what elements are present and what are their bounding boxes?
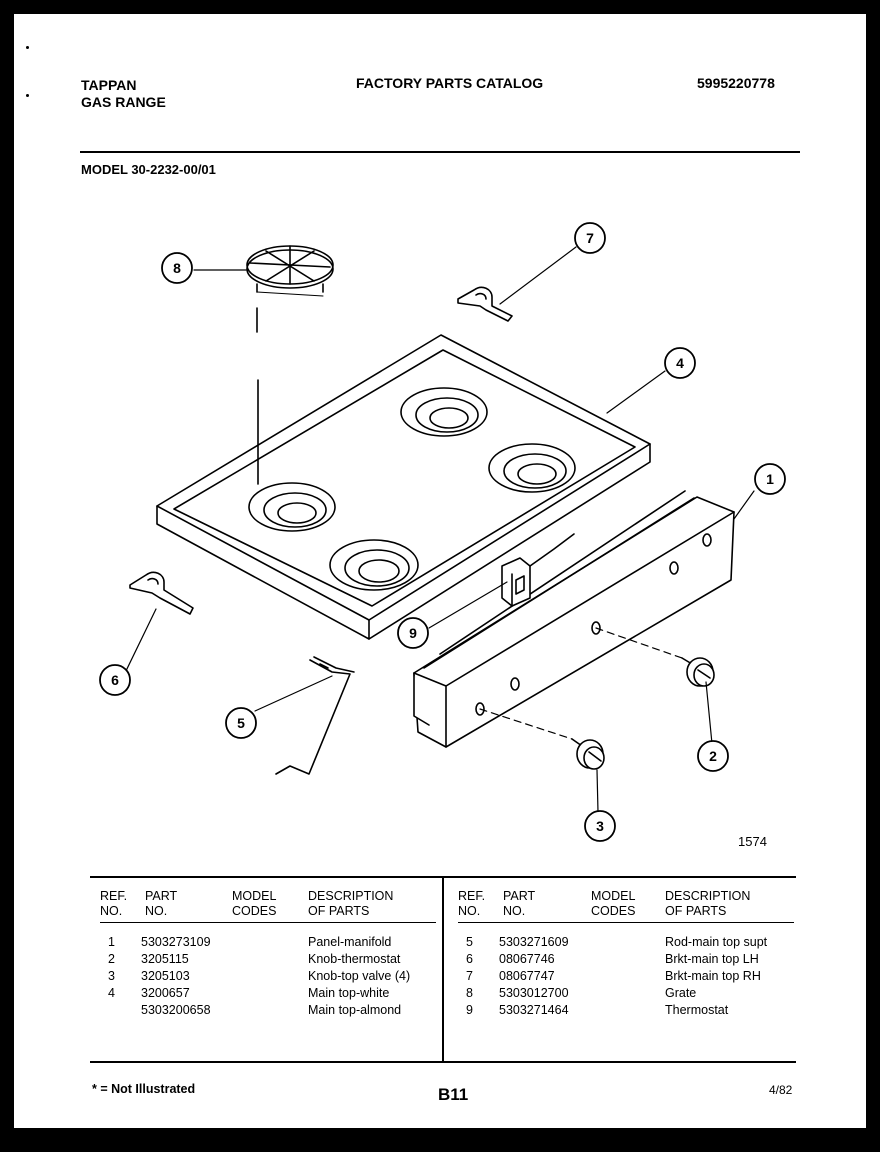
desc-cell: Main top-almond <box>308 1003 402 1017</box>
main-top-part <box>156 334 651 640</box>
desc-cell: Knob-top valve (4) <box>308 969 411 983</box>
desc-cell: Brkt-main top RH <box>665 969 761 983</box>
ref-cell: 6 <box>466 952 473 966</box>
scan-speck <box>26 46 29 49</box>
catalog-page: TAPPAN GAS RANGE FACTORY PARTS CATALOG 5… <box>14 14 866 1128</box>
scan-speck <box>26 94 29 97</box>
ref-no-header: REF.NO. <box>100 889 128 918</box>
ref-cell: 9 <box>466 1003 473 1017</box>
table-row: 2 <box>108 951 115 968</box>
model-number: MODEL 30-2232-00/01 <box>81 162 216 177</box>
brand-name: TAPPAN <box>81 77 137 93</box>
callout-7-circle <box>574 222 606 254</box>
part-cell: 08067747 <box>499 969 555 983</box>
figure-number: 1574 <box>738 834 767 849</box>
callout-6-label: 6 <box>111 672 119 688</box>
callout-4-label: 4 <box>676 355 684 371</box>
header-underline-left <box>100 922 436 923</box>
table-row: 4 <box>108 985 115 1002</box>
desc-cell: Main top-white <box>308 986 390 1000</box>
part-cell: 08067746 <box>499 952 555 966</box>
part-cell: 5303200658 <box>141 1003 211 1017</box>
part-cell: 3205103 <box>141 969 190 983</box>
bracket-rh-part <box>457 286 513 322</box>
part-cell: 3200657 <box>141 986 190 1000</box>
part-cell: 5303271609 <box>499 935 569 949</box>
catalog-title: FACTORY PARTS CATALOG <box>356 75 544 91</box>
table-row: 1 <box>108 934 115 951</box>
part-cell: 5303271464 <box>499 1003 569 1017</box>
desc-cell: Panel-manifold <box>308 935 392 949</box>
grate-part <box>246 245 334 485</box>
ref-cell: 7 <box>466 969 473 983</box>
product-name: GAS RANGE <box>81 94 166 110</box>
table-row: 3 <box>108 968 115 985</box>
table-bottom-rule <box>90 1061 796 1063</box>
callout-8-circle <box>161 252 193 284</box>
callout-8-label: 8 <box>173 260 181 276</box>
callout-3-label: 3 <box>596 818 604 834</box>
bracket-lh-part <box>129 571 194 615</box>
desc-cell: Rod-main top supt <box>665 935 768 949</box>
callout-4-circle <box>664 347 696 379</box>
callout-7-label: 7 <box>586 230 594 246</box>
revision-date: 4/82 <box>769 1083 793 1097</box>
manifold-panel-part <box>413 490 735 748</box>
ref-cell: 3 <box>108 969 115 983</box>
header-rule <box>80 151 800 153</box>
part-cell: 3205115 <box>141 952 189 966</box>
callout-9-label: 9 <box>409 625 417 641</box>
ref-cell: 4 <box>108 986 115 1000</box>
desc-cell: Knob-thermostat <box>308 952 401 966</box>
not-illustrated-note: * = Not Illustrated <box>92 1082 196 1096</box>
ref-cell: 5 <box>466 935 473 949</box>
thermostat-part <box>501 533 575 607</box>
part-cell: 5303273109 <box>141 935 211 949</box>
ref-no-header-right: REF.NO. <box>458 889 486 918</box>
exploded-parts-diagram: 1 2 3 4 5 6 7 8 9 <box>99 222 786 842</box>
part-cell: 5303012700 <box>499 986 569 1000</box>
callout-5-label: 5 <box>237 715 245 731</box>
page-code: B11 <box>438 1085 469 1104</box>
catalog-number: 5995220778 <box>697 75 775 91</box>
desc-cell: Brkt-main top LH <box>665 952 759 966</box>
desc-cell: Grate <box>665 986 697 1000</box>
callout-9-circle <box>397 617 429 649</box>
knob-thermostat-part <box>681 657 715 687</box>
callout-1-label: 1 <box>766 471 774 487</box>
callout-6-circle <box>99 664 131 696</box>
table-center-divider <box>442 876 444 1062</box>
support-rod-part <box>275 656 355 775</box>
callout-3-circle <box>584 810 616 842</box>
ref-cell: 8 <box>466 986 473 1000</box>
callout-1-circle <box>754 463 786 495</box>
callout-2-label: 2 <box>709 748 717 764</box>
desc-cell: Thermostat <box>665 1003 729 1017</box>
knob-top-valve-part <box>571 738 605 770</box>
ref-cell: 2 <box>108 952 115 966</box>
callout-2-circle <box>697 740 729 772</box>
ref-cell: 1 <box>108 935 115 949</box>
callout-5-circle <box>225 707 257 739</box>
header-underline-right <box>458 922 794 923</box>
